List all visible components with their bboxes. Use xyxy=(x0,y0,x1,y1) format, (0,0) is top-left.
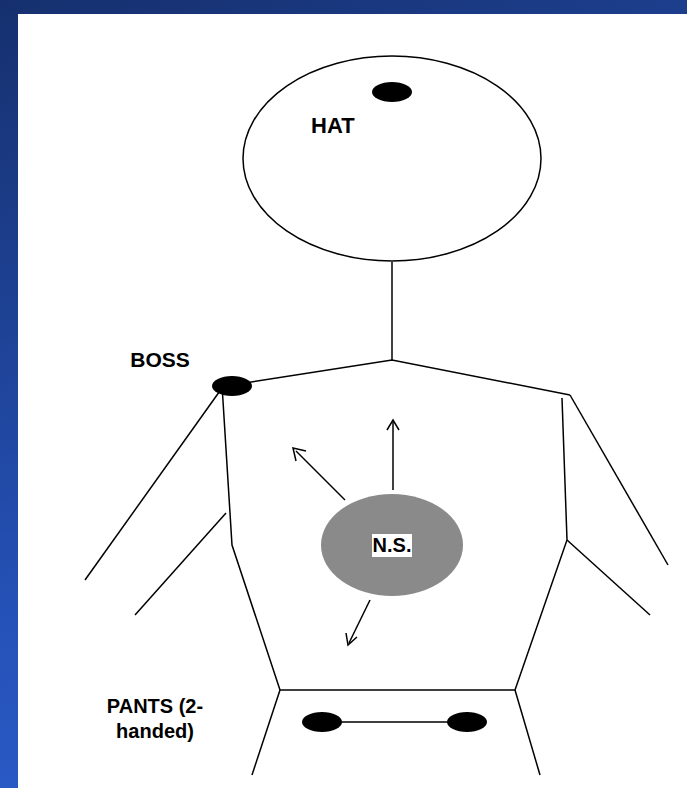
right-arm-inner xyxy=(567,540,650,615)
node-text: HAT xyxy=(310,113,356,139)
arrow-head xyxy=(293,448,306,461)
arrow-shaft xyxy=(296,451,345,500)
arrow-shaft xyxy=(349,600,370,643)
left-arm-inner xyxy=(135,513,226,615)
pants-handle-line xyxy=(322,721,467,723)
waist-line xyxy=(280,689,515,691)
neck-line xyxy=(391,262,393,360)
node-shape xyxy=(321,494,463,596)
boss-dot xyxy=(212,376,252,396)
right-leg-line xyxy=(515,690,540,775)
node-shape xyxy=(243,56,541,261)
hat-dot xyxy=(372,82,412,102)
node-text: N.S. xyxy=(372,534,413,557)
ns-ellipse: N.S. xyxy=(320,493,464,597)
left-body-line xyxy=(222,385,280,690)
part-label: BOSS xyxy=(100,347,220,373)
part-label: PANTS (2-handed) xyxy=(99,694,211,744)
head-circle: HAT xyxy=(242,55,542,262)
right-arm-outer xyxy=(570,395,668,565)
arrow-head xyxy=(387,420,399,430)
arrow-head xyxy=(346,633,357,645)
pants-dot xyxy=(302,712,342,732)
left-leg-line xyxy=(252,690,280,775)
arrow-shaft xyxy=(392,422,394,490)
right-body-line xyxy=(515,398,567,690)
node-outline xyxy=(242,55,542,262)
left-arm-outer xyxy=(85,388,222,580)
shoulder-line xyxy=(232,360,570,395)
pants-dot xyxy=(447,712,487,732)
